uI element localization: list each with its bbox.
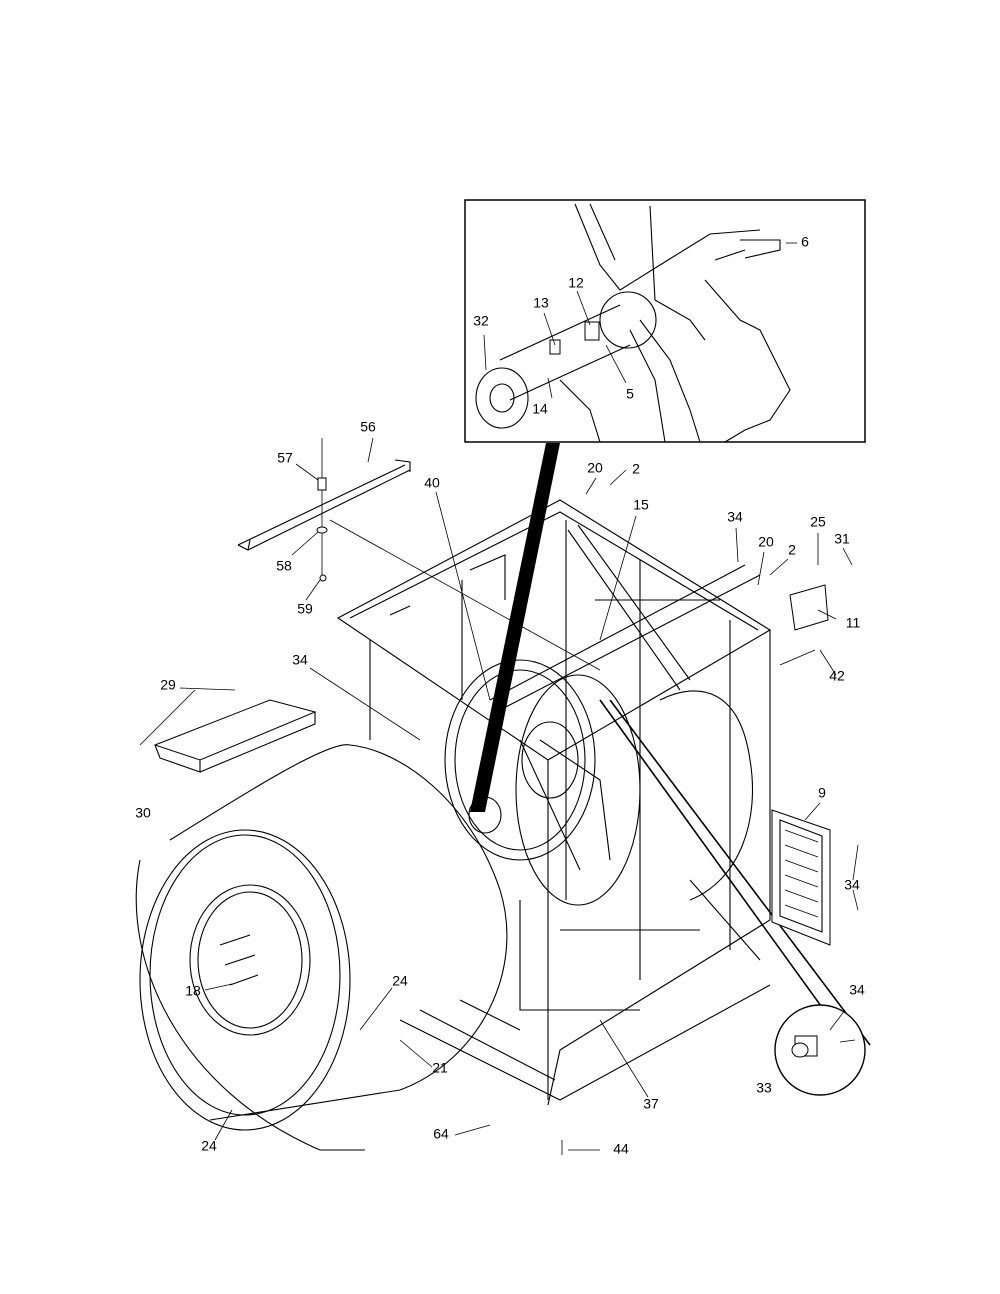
label-57: 57 (277, 450, 293, 466)
label-32: 32 (473, 313, 489, 329)
label-14: 14 (532, 401, 548, 417)
label-12: 12 (568, 275, 584, 291)
label-20-top: 20 (587, 460, 603, 476)
part-labels: 6 12 13 32 14 5 56 57 58 59 20 2 15 40 3… (135, 234, 865, 1157)
rear-bulkhead (444, 659, 871, 1061)
label-24-bottom: 24 (201, 1138, 217, 1154)
bracket-11 (789, 584, 829, 631)
label-2-top: 2 (632, 461, 640, 477)
label-21: 21 (432, 1060, 448, 1076)
top-bracket-assembly (237, 438, 601, 671)
label-31: 31 (834, 531, 850, 547)
label-6: 6 (801, 234, 809, 250)
label-9: 9 (818, 785, 826, 801)
label-30: 30 (135, 805, 151, 821)
detail-circle-33 (774, 1004, 866, 1096)
label-34-left: 34 (292, 652, 308, 668)
leader-lines (204, 437, 859, 1155)
label-18: 18 (185, 983, 201, 999)
label-42: 42 (829, 668, 845, 684)
label-34-top: 34 (727, 509, 743, 525)
label-29: 29 (160, 677, 176, 693)
drum (135, 744, 508, 1151)
label-56: 56 (360, 419, 376, 435)
filter-cover (139, 687, 317, 773)
label-11: 11 (846, 615, 861, 631)
label-37: 37 (643, 1096, 659, 1112)
label-33: 33 (756, 1080, 772, 1096)
detail-inset (464, 199, 866, 443)
label-2-right: 2 (788, 542, 796, 558)
label-40: 40 (424, 475, 440, 491)
detail-callout-wedge (470, 443, 560, 812)
rear-grille (771, 809, 831, 946)
label-15: 15 (633, 497, 649, 513)
label-44: 44 (613, 1141, 629, 1157)
cabinet-frame (336, 499, 772, 1106)
label-59: 59 (297, 601, 313, 617)
label-5: 5 (626, 386, 634, 402)
label-20-right: 20 (758, 534, 774, 550)
label-25: 25 (810, 514, 826, 530)
label-34-grille: 34 (844, 877, 860, 893)
label-58: 58 (276, 558, 292, 574)
label-24-drum: 24 (392, 973, 408, 989)
label-34-circle: 34 (849, 982, 865, 998)
label-13: 13 (533, 295, 549, 311)
label-64: 64 (433, 1126, 449, 1142)
